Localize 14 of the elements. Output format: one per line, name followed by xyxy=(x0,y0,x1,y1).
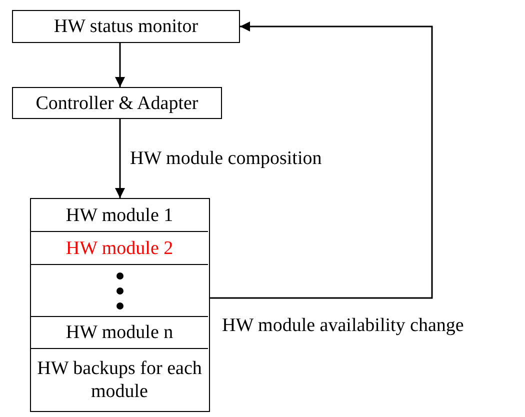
arrow xyxy=(210,22,433,299)
arrow xyxy=(115,119,125,198)
process-box xyxy=(12,10,240,43)
node-text: HW module 2 xyxy=(66,236,174,260)
node-text: HW status monitor xyxy=(54,15,198,38)
edge-label: HW module availability change xyxy=(222,315,464,337)
node-text: HW backups for each module xyxy=(36,356,203,402)
node-text: Controller & Adapter xyxy=(36,92,198,114)
module-stack-box xyxy=(30,198,210,412)
arrow xyxy=(115,43,125,87)
edge-label: HW module composition xyxy=(130,148,322,170)
node-text: HW module 1 xyxy=(66,204,174,226)
process-box xyxy=(12,87,222,119)
node-text: HW module n xyxy=(66,321,174,344)
